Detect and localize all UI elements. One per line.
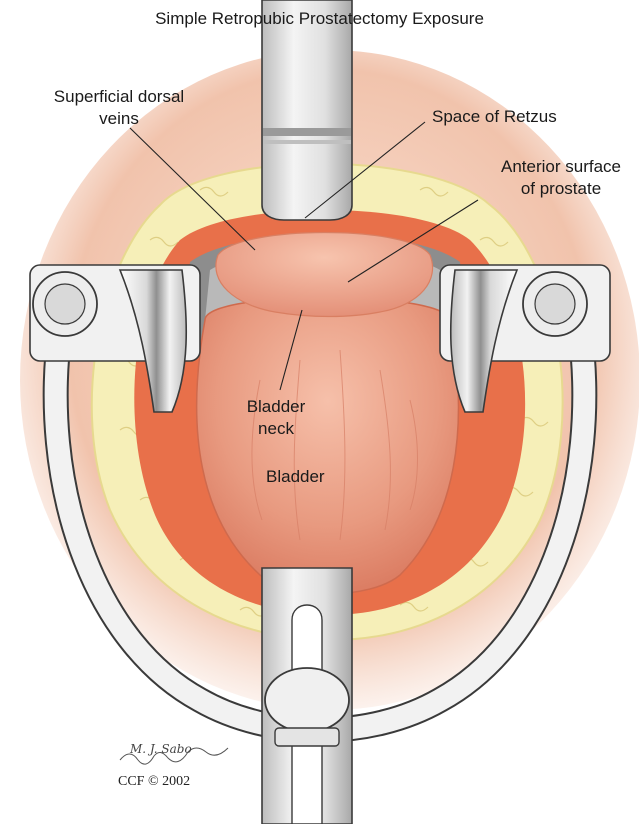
label-bladder-neck: Bladder neck: [226, 396, 326, 440]
top-blade-stripe-2: [263, 140, 351, 144]
label-bladder-neck-line1: Bladder: [226, 396, 326, 418]
label-bladder-neck-line2: neck: [226, 418, 326, 440]
left-wing-nut-inner: [45, 284, 85, 324]
top-retractor-blade: [262, 0, 352, 220]
copyright-notice: CCF © 2002: [118, 774, 190, 790]
label-space-of-retzus: Space of Retzus: [432, 106, 557, 128]
right-wing-nut-inner: [535, 284, 575, 324]
bottom-knob-stem: [275, 728, 339, 746]
label-anterior-surface-line2: of prostate: [483, 178, 639, 200]
label-anterior-surface-line1: Anterior surface: [483, 156, 639, 178]
artist-signature: M. J. Sabo: [130, 742, 192, 756]
label-superficial-dorsal-veins: Superficial dorsal veins: [14, 86, 224, 130]
label-superficial-dorsal-veins-line2: veins: [14, 108, 224, 130]
prostate-shape: [216, 233, 433, 317]
bottom-knob: [265, 668, 349, 732]
label-anterior-surface-of-prostate: Anterior surface of prostate: [483, 156, 639, 200]
diagram-title: Simple Retropubic Prostatectomy Exposure: [0, 9, 639, 29]
top-blade-stripe: [263, 128, 351, 136]
label-superficial-dorsal-veins-line1: Superficial dorsal: [14, 86, 224, 108]
label-bladder: Bladder: [266, 466, 325, 488]
